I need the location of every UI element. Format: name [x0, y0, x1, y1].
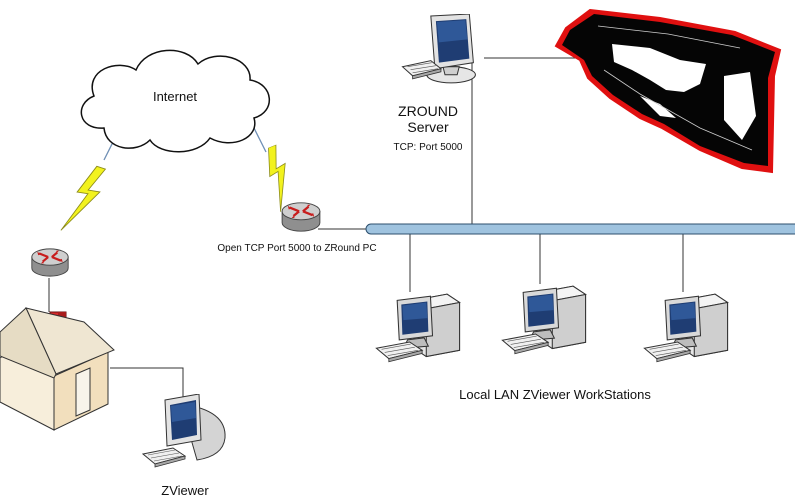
server-port-label: TCP: Port 5000	[394, 142, 463, 153]
home-router-icon	[30, 247, 70, 278]
lan-backbone	[365, 223, 795, 235]
house-to-viewer-line	[110, 367, 184, 400]
house-icon	[0, 307, 115, 431]
workstation-2-icon	[501, 285, 587, 355]
remote-viewer-label: ZViewer	[161, 483, 209, 498]
workstation-3-icon	[643, 293, 729, 363]
internet-label: Internet	[153, 89, 197, 104]
server-name-line1: ZROUND	[398, 103, 458, 119]
cloud-icon	[80, 49, 271, 153]
lightning-bolt-icon	[256, 143, 302, 213]
lan-workstations-label: Local LAN ZViewer WorkStations	[459, 387, 651, 402]
race-track-icon	[554, 8, 782, 174]
lightning-bolt-icon	[60, 161, 108, 239]
connections	[48, 57, 684, 400]
server-name-line2: Server	[407, 119, 449, 135]
server-computer-icon	[401, 14, 476, 84]
office-router-icon	[280, 201, 322, 233]
remote-viewer-computer-icon	[142, 394, 226, 468]
router-note-label: Open TCP Port 5000 to ZRound PC	[217, 243, 376, 254]
workstation-1-icon	[375, 293, 461, 363]
